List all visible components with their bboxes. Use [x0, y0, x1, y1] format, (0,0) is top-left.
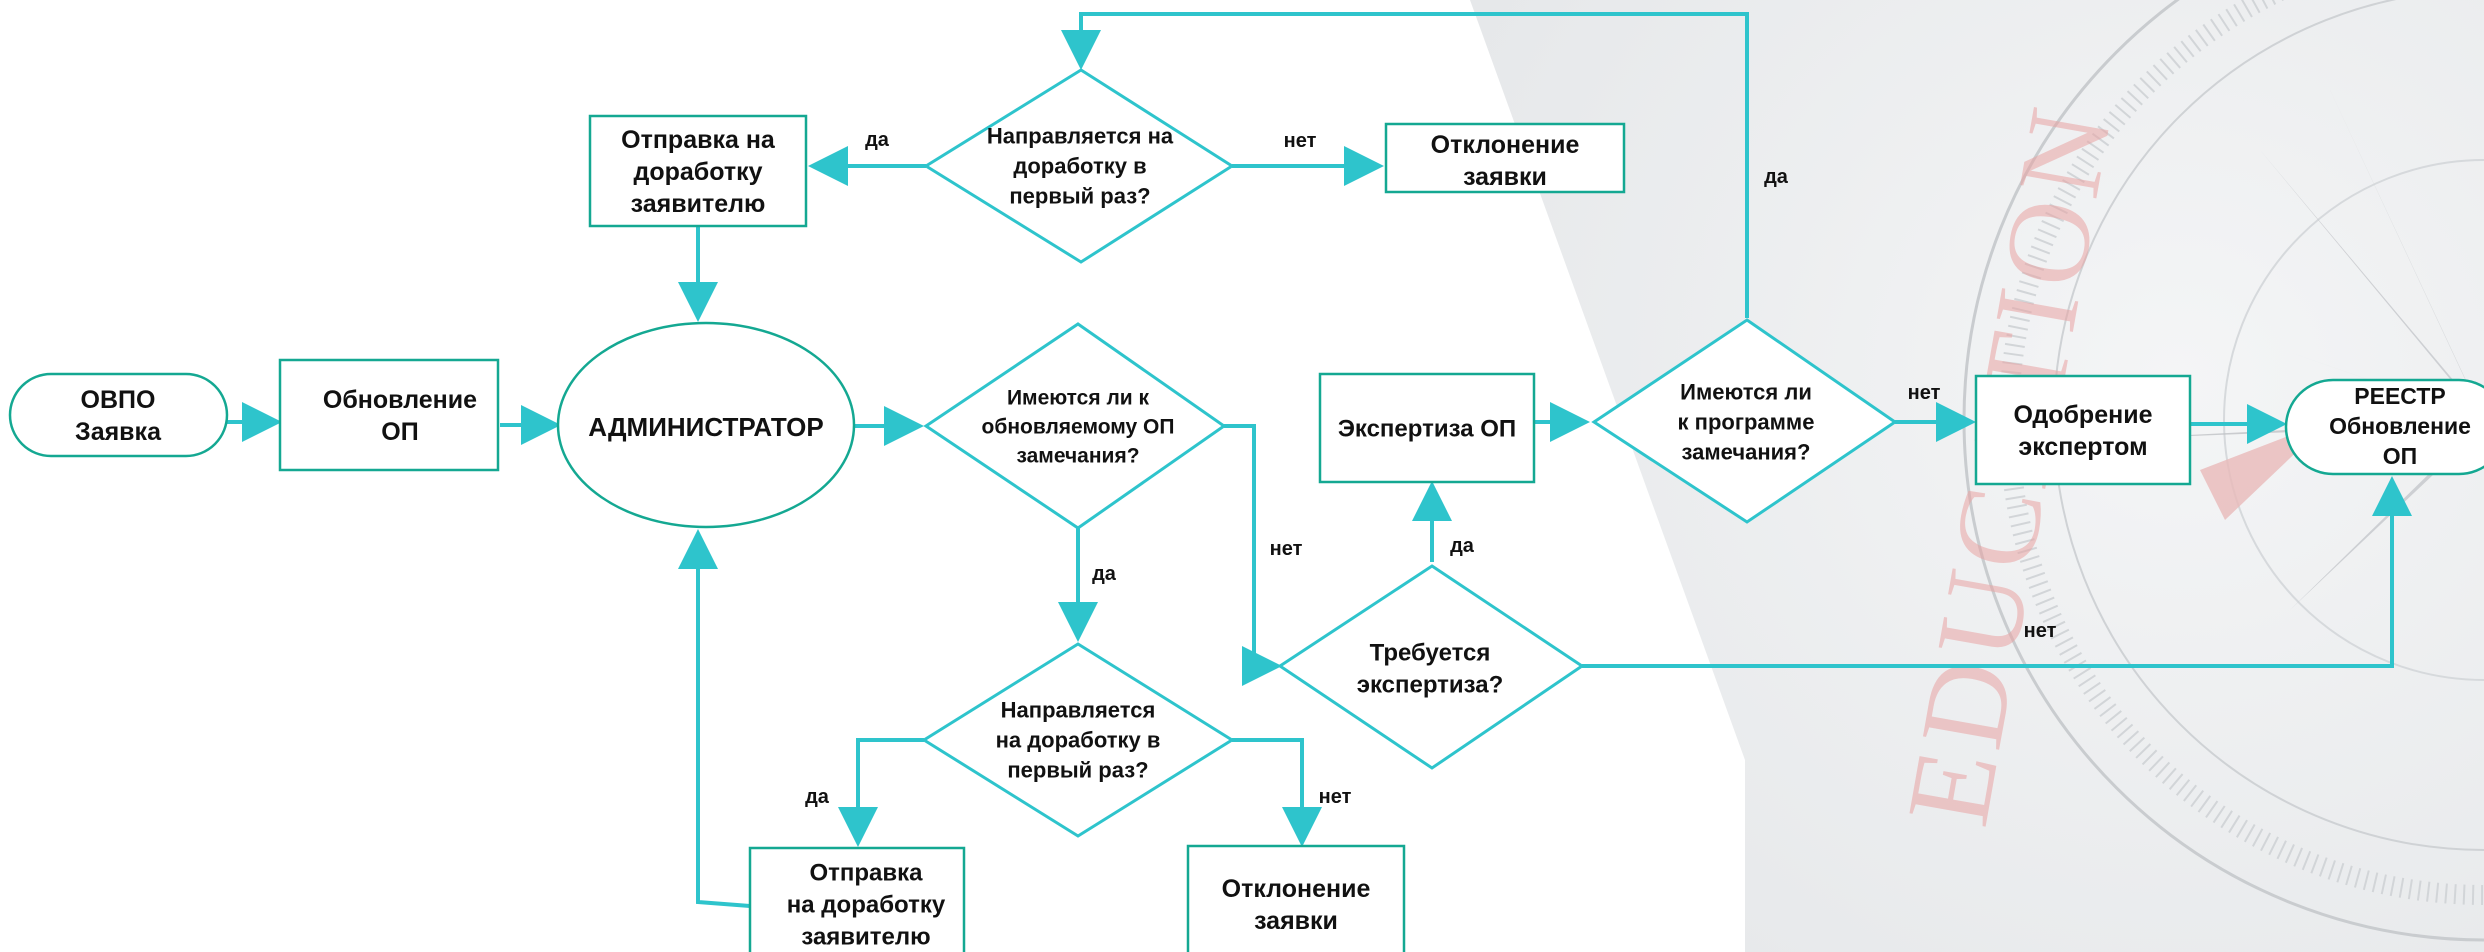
label-line: на доработку [787, 891, 946, 918]
node-admin [556, 321, 856, 529]
edge-labels: да нет да да нет да нет да нет нет [805, 129, 2056, 808]
label-line: заявки [1463, 163, 1547, 191]
edge-label-remarks-yes: да [1092, 563, 1117, 585]
node-expertise [1318, 372, 1536, 484]
label-line: доработку [633, 158, 762, 186]
label-line: Отправка на [621, 126, 776, 154]
label-line: замечания? [1016, 444, 1139, 467]
label-start: ОВПО Заявка [75, 386, 162, 446]
label-need-exp: Требуется экспертиза? [1357, 639, 1504, 698]
node-update [278, 358, 500, 472]
edge-need-no [1582, 476, 2412, 668]
label-line: Отклонение [1431, 131, 1580, 159]
edge-label-bot-yes: да [805, 786, 830, 808]
label-line: обновляемому ОП [982, 415, 1175, 438]
label-line: ОВПО [81, 386, 156, 414]
node-registry [2284, 378, 2484, 476]
edge-prog-loop [1061, 12, 1749, 318]
edge-label-prog-no: нет [1908, 382, 1941, 404]
label-line: заявителю [801, 923, 930, 950]
edge-label-loop-yes: да [1764, 166, 1789, 188]
label-line: Обновление [323, 386, 477, 414]
edge-botrework-admin [678, 529, 751, 908]
edge-remarks-no [1224, 424, 1282, 686]
label-line: Направляется [1001, 698, 1156, 723]
label-line: Отклонение [1222, 875, 1371, 903]
node-bot-rework [748, 846, 966, 952]
label-approval: Одобрение экспертом [2014, 401, 2153, 461]
edge-bot-yes [838, 738, 924, 847]
label-line: экспертиза? [1357, 671, 1504, 698]
edge-label-need-no: нет [2024, 620, 2057, 642]
label-line: РЕЕСТР [2354, 383, 2445, 409]
label-remarks: Имеются ли к обновляемому ОП замечания? [982, 386, 1175, 467]
node-bot-reject [1186, 844, 1406, 952]
node-top-rework [588, 114, 808, 228]
label-admin: АДМИНИСТРАТОР [588, 412, 823, 442]
edge-label-top-no: нет [1284, 130, 1317, 152]
node-bot-decision [921, 642, 1235, 838]
label-line: заявителю [631, 190, 766, 218]
label-line: заявки [1254, 907, 1338, 935]
label-line: Экспертиза ОП [1338, 415, 1516, 442]
node-need-exp [1277, 564, 1585, 770]
edge-bot-no [1232, 738, 1322, 847]
label-line: замечания? [1682, 440, 1811, 465]
label-top-decision: Направляется на доработку в первый раз? [987, 124, 1174, 209]
label-line: первый раз? [1009, 184, 1150, 209]
label-line: к программе [1678, 410, 1815, 435]
label-prog-remarks: Имеются ли к программе замечания? [1678, 380, 1815, 465]
label-line: Имеются ли [1680, 380, 1812, 405]
node-top-decision [923, 68, 1235, 264]
node-approval [1974, 374, 2192, 486]
label-line: доработку в [1013, 154, 1146, 179]
label-top-rework: Отправка на доработку заявителю [621, 126, 776, 218]
label-bot-decision: Направляется на доработку в первый раз? [996, 698, 1161, 783]
node-top-reject [1384, 122, 1626, 194]
label-line: АДМИНИСТРАТОР [588, 412, 823, 442]
label-line: ОП [381, 418, 418, 446]
label-line: на доработку в [996, 728, 1161, 753]
node-prog-remarks [1591, 318, 1898, 524]
node-start [8, 372, 229, 458]
label-line: первый раз? [1007, 758, 1148, 783]
label-line: Отправка [809, 859, 923, 886]
label-bot-rework: Отправка на доработку заявителю [787, 859, 946, 950]
edge-label-bot-no: нет [1319, 786, 1352, 808]
label-top-reject: Отклонение заявки [1431, 131, 1580, 191]
label-line: Направляется на [987, 124, 1174, 149]
label-line: Имеются ли к [1007, 386, 1150, 409]
label-line: экспертом [2018, 433, 2147, 461]
shapes [8, 68, 2484, 952]
node-remarks [923, 322, 1227, 530]
label-line: ОП [2383, 443, 2417, 469]
edges [227, 12, 2412, 908]
label-line: Одобрение [2014, 401, 2153, 429]
label-line: Заявка [75, 418, 162, 446]
label-line: Требуется [1370, 639, 1491, 666]
label-expertise: Экспертиза ОП [1338, 415, 1516, 442]
edge-label-top-yes: да [865, 129, 890, 151]
edge-label-remarks-no: нет [1270, 538, 1303, 560]
edge-label-need-yes: да [1450, 535, 1475, 557]
label-line: Обновление [2329, 413, 2471, 439]
label-bot-reject: Отклонение заявки [1222, 875, 1371, 935]
